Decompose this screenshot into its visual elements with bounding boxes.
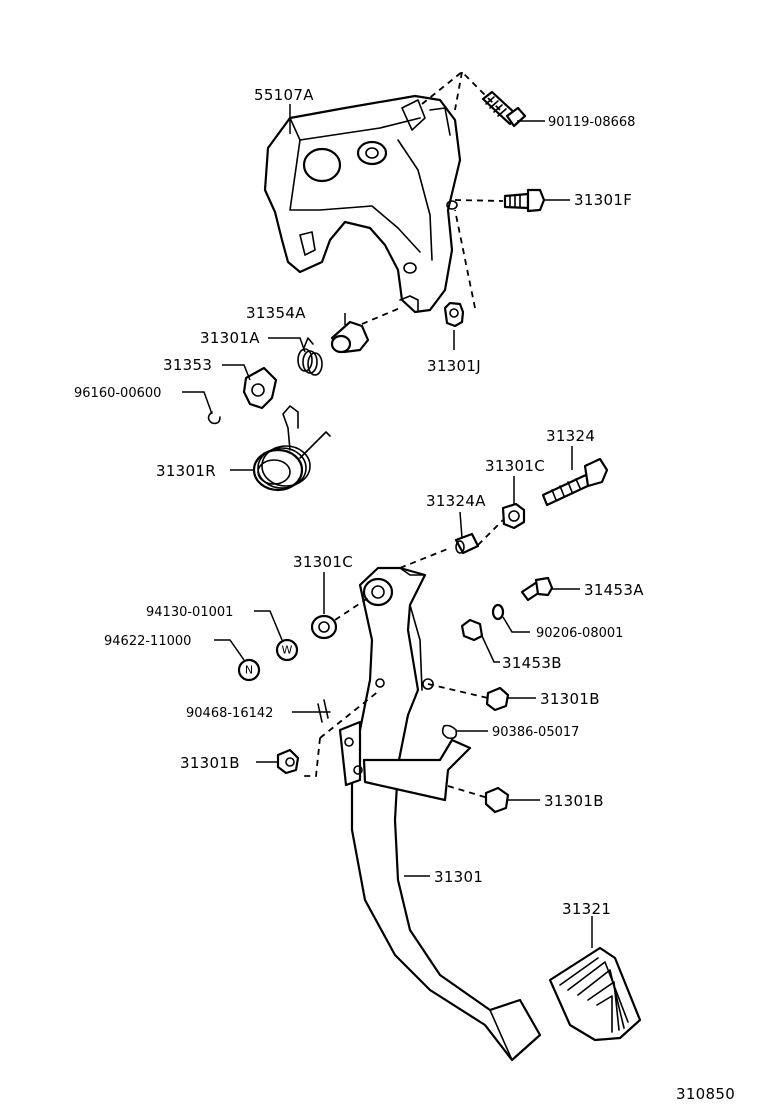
bolt-31324-part: [541, 457, 609, 507]
clip-90386-part: [441, 724, 458, 740]
label-31324a: 31324A: [426, 492, 486, 510]
label-90206-08001: 90206-08001: [536, 626, 623, 641]
bushing-31301c-top-part: [501, 502, 526, 530]
label-31321: 31321: [562, 900, 611, 918]
label-31301c-left: 31301C: [293, 553, 353, 571]
cushion-31301b-2-part: [484, 786, 510, 814]
bushing-31301c-left-part: [310, 614, 338, 640]
nut-marker: N: [245, 664, 253, 677]
nut-31453b-part: [460, 618, 484, 642]
label-31301b-left: 31301B: [180, 754, 240, 772]
collar-31324a-part: [454, 532, 480, 555]
label-90468-16142: 90468-16142: [186, 706, 273, 721]
leader-lines: [182, 104, 593, 948]
pin-90468-part: [315, 699, 331, 723]
label-94622-11000: 94622-11000: [104, 634, 191, 649]
label-31453b: 31453B: [502, 654, 562, 672]
return-spring-31301r-part: [252, 405, 331, 492]
spring-31301a-part: [297, 337, 323, 376]
label-31301: 31301: [434, 868, 483, 886]
washer-94130-part: W: [275, 638, 299, 662]
label-31301r: 31301R: [156, 462, 216, 480]
figure-code: 310850: [676, 1085, 735, 1103]
nut-94622-part: N: [237, 658, 261, 682]
pedal-bracket-part: [263, 94, 462, 314]
label-31301b-1: 31301B: [540, 690, 600, 708]
label-31353: 31353: [163, 356, 212, 374]
washer-marker: W: [282, 644, 293, 657]
bolt-31301f-part: [503, 188, 546, 213]
label-31301j: 31301J: [427, 357, 481, 375]
washer-90206-part: [491, 603, 505, 621]
label-31453a: 31453A: [584, 581, 644, 599]
pedal-pad-31321-part: [548, 946, 642, 1042]
pedal-arm-31301-part: [338, 566, 542, 1062]
label-90386-05017: 90386-05017: [492, 725, 579, 740]
bolt-31453a-part: [520, 576, 554, 602]
part-labels: 55107A 90119-08668 31301F 31354A 31301A …: [74, 86, 735, 1103]
label-31301f: 31301F: [574, 191, 632, 209]
label-31354a: 31354A: [246, 304, 306, 322]
label-55107a: 55107A: [254, 86, 314, 104]
label-90119-08668: 90119-08668: [548, 115, 635, 130]
label-31301c-top: 31301C: [485, 457, 545, 475]
collar-31354a-part: [330, 320, 370, 354]
bushing-31353-part: [242, 366, 278, 410]
label-31324: 31324: [546, 427, 595, 445]
label-94130-01001: 94130-01001: [146, 605, 233, 620]
label-96160-00600: 96160-00600: [74, 386, 161, 401]
label-31301a: 31301A: [200, 329, 260, 347]
alignment-lines: [300, 70, 504, 799]
label-31301b-2: 31301B: [544, 792, 604, 810]
cushion-31301b-left-part: [276, 748, 300, 775]
clip-96160-part: [207, 411, 221, 425]
bushing-31301j-part: [443, 301, 465, 328]
bolt-90119-part: [481, 90, 527, 128]
cushion-31301b-1-part: [485, 686, 510, 712]
